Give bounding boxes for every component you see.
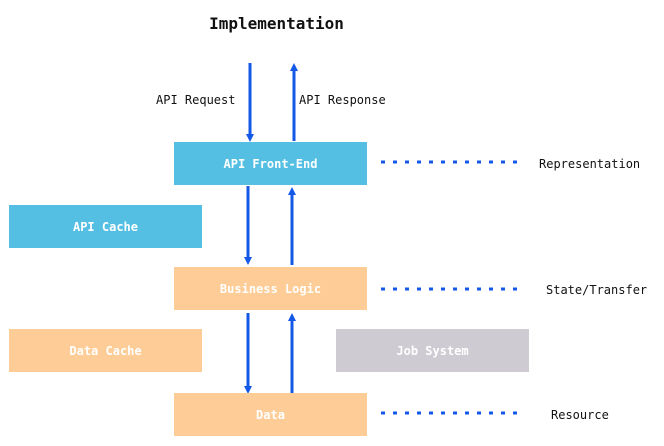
api-front-end-box: API Front-End	[174, 142, 367, 185]
job-system-box: Job System	[336, 329, 529, 372]
state-transfer-label: State/Transfer	[546, 283, 648, 297]
diagram-title: Implementation	[209, 14, 344, 33]
api-response-label: API Response	[299, 93, 386, 107]
resource-label: Resource	[551, 408, 609, 422]
api-cache-box: API Cache	[9, 205, 202, 248]
api-request-label: API Request	[156, 93, 236, 107]
representation-label: Representation	[539, 157, 641, 171]
data-box: Data	[174, 393, 367, 436]
business-logic-box: Business Logic	[174, 267, 367, 310]
data-cache-box: Data Cache	[9, 329, 202, 372]
